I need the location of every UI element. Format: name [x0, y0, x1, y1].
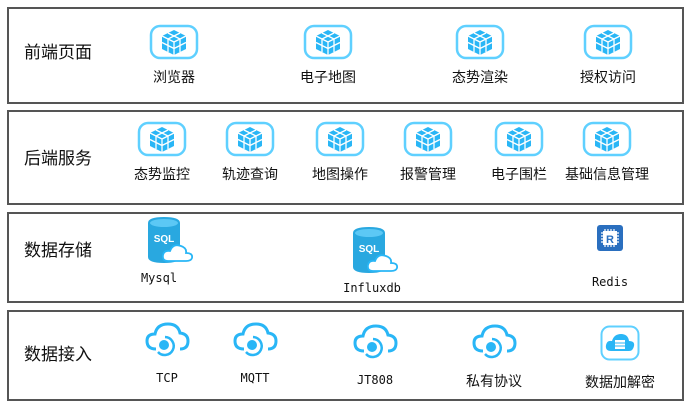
cube-icon [494, 121, 544, 157]
node-label: MQTT [240, 371, 270, 385]
layer-backend: 后端服务 [7, 110, 684, 205]
node-render: 态势渲染 [425, 24, 535, 87]
cloud-connect-icon [352, 323, 398, 359]
layer-title: 数据存储 [24, 241, 92, 261]
node-label: 轨迹查询 [222, 167, 278, 183]
node-basic-info: 基础信息管理 [552, 121, 662, 184]
sql-database-icon [351, 225, 401, 275]
node-mqtt: MQTT [200, 321, 310, 385]
redis-chip-icon: R [597, 225, 623, 251]
node-label: 态势监控 [134, 167, 190, 183]
cube-icon [315, 121, 365, 157]
cloud-storage-icon [600, 325, 640, 361]
cloud-connect-icon [232, 321, 278, 357]
node-monitor: 态势监控 [107, 121, 217, 184]
cube-icon [303, 24, 353, 60]
node-mysql: Mysql [110, 215, 220, 285]
node-label: 电子围栏 [491, 167, 547, 183]
node-redis: R Redis [555, 225, 665, 289]
node-label: 浏览器 [153, 70, 195, 86]
cube-icon [455, 24, 505, 60]
node-alarm: 报警管理 [373, 121, 483, 184]
node-label: Redis [591, 275, 629, 289]
layer-frontend: 前端页面 [7, 7, 684, 104]
cube-icon [225, 121, 275, 157]
sql-database-icon [146, 215, 196, 265]
node-label: 基础信息管理 [565, 167, 649, 183]
node-label: Mysql [140, 271, 178, 285]
node-label: Influxdb [343, 281, 401, 295]
node-jt808: JT808 [320, 323, 430, 387]
node-label: 报警管理 [400, 167, 456, 183]
node-influxdb: Influxdb [317, 225, 427, 295]
node-auth: 授权访问 [553, 24, 663, 87]
node-browser: 浏览器 [119, 24, 229, 87]
layer-ingest: 数据接入 [7, 310, 684, 401]
node-tcp: TCP [112, 321, 222, 385]
node-label: JT808 [356, 373, 394, 387]
node-label: 私有协议 [466, 374, 522, 390]
node-map: 电子地图 [273, 24, 383, 87]
node-label: 数据加解密 [585, 375, 655, 391]
layer-title: 后端服务 [24, 149, 92, 169]
cube-icon [137, 121, 187, 157]
node-label: 电子地图 [300, 70, 356, 86]
node-private-protocol: 私有协议 [439, 323, 549, 391]
cloud-connect-icon [144, 321, 190, 357]
layer-storage: 数据存储 [7, 212, 684, 303]
layer-title: 数据接入 [24, 345, 92, 365]
node-encryption: 数据加解密 [565, 325, 675, 392]
cube-icon [149, 24, 199, 60]
cube-icon [403, 121, 453, 157]
node-label: TCP [156, 371, 178, 385]
node-track: 轨迹查询 [195, 121, 305, 184]
node-map-ops: 地图操作 [285, 121, 395, 184]
node-label: 授权访问 [580, 70, 636, 86]
cube-icon [582, 121, 632, 157]
cloud-connect-icon [471, 323, 517, 359]
svg-text:R: R [606, 234, 614, 246]
node-fence: 电子围栏 [464, 121, 574, 184]
node-label: 地图操作 [312, 167, 368, 183]
node-label: 态势渲染 [452, 70, 508, 86]
layer-title: 前端页面 [24, 43, 92, 63]
cube-icon [583, 24, 633, 60]
